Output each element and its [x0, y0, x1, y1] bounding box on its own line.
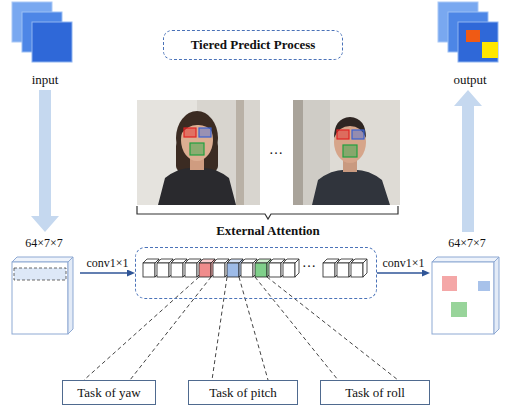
- edge-label: conv1×1: [85, 256, 129, 270]
- connector-line: [462, 104, 474, 232]
- input-feature-stack-part: [32, 22, 72, 62]
- arrowhead: [31, 216, 59, 232]
- connector-line: [39, 90, 51, 218]
- process-box: Tiered Predict Process: [163, 30, 343, 60]
- input-feature-stack: [12, 2, 72, 62]
- roll-region-box: [343, 145, 357, 157]
- face-photo: [137, 100, 260, 205]
- node-text: Task of pitch: [209, 385, 277, 401]
- ellipsis: …: [269, 142, 283, 159]
- face-photo-part: [137, 100, 260, 205]
- output-feature-map-part: [432, 257, 499, 262]
- output-block: output: [432, 2, 508, 90]
- leader-lines: [84, 277, 398, 380]
- feature-map: 64×7×7: [430, 232, 504, 338]
- token-cubes-part: [283, 259, 299, 277]
- output-highlight-yellow: [482, 42, 498, 58]
- output-feature-map: [432, 257, 499, 334]
- yaw-region-box: [337, 130, 349, 139]
- token-cubes: [143, 259, 367, 277]
- node-text: Task of roll: [345, 385, 405, 401]
- arrowhead: [454, 90, 482, 106]
- node-text: Task of yaw: [77, 385, 140, 401]
- pitch-region-box: [352, 130, 364, 139]
- node-text: 64×7×7: [430, 236, 504, 250]
- node-text: input: [32, 72, 59, 88]
- task-box: Task of yaw: [62, 380, 156, 405]
- node-text: Tiered Predict Process: [191, 37, 316, 53]
- attended-patch: [451, 302, 467, 317]
- attention-box: …: [135, 247, 377, 299]
- face-photo-part: [312, 170, 390, 205]
- bracket: [137, 206, 398, 219]
- face-photo-part: [158, 168, 236, 205]
- input-feature-map: [12, 257, 73, 334]
- leader-lines-part: [267, 277, 398, 380]
- input-feature-map-part: [12, 257, 73, 262]
- attended-patch: [478, 281, 490, 291]
- leader-lines-part: [255, 277, 338, 380]
- leader-lines-part: [84, 277, 199, 380]
- connector-line: [80, 272, 128, 274]
- output-feature-map-part: [494, 257, 499, 334]
- edge-label: conv1×1: [381, 256, 425, 270]
- leader-lines-part: [130, 277, 211, 380]
- yaw-region-box: [184, 128, 196, 137]
- flow-arrow: [454, 90, 482, 232]
- node-text: 64×7×7: [8, 236, 80, 250]
- attended-patch: [442, 276, 457, 291]
- output-feature-stack-part: [458, 22, 498, 62]
- task-box: Task of pitch: [188, 380, 298, 405]
- output-feature-map-part: [432, 262, 494, 334]
- roll-region-box: [190, 143, 204, 155]
- face-photo-part: [236, 100, 244, 205]
- face-photo-part: [293, 100, 400, 205]
- conv-arrow: [80, 270, 135, 277]
- token-cubes-part: [351, 259, 367, 277]
- input-feature-map-part: [12, 262, 68, 334]
- pitch-region-box: [199, 128, 211, 137]
- leader-lines-part: [239, 277, 268, 380]
- feature-map: 64×7×7: [8, 232, 80, 338]
- arrowhead: [127, 270, 135, 277]
- output-feature-stack: [438, 2, 498, 62]
- face-photo: [293, 100, 400, 205]
- face-photo-part: [334, 117, 366, 138]
- flow-arrow: [31, 90, 59, 232]
- face-photo-part: [293, 100, 303, 205]
- leader-lines-part: [212, 277, 227, 380]
- arrowhead: [422, 270, 430, 277]
- node-text: …: [302, 255, 316, 272]
- module-label: External Attention: [216, 223, 320, 239]
- input-feature-map-part: [68, 257, 73, 334]
- input-block: input: [10, 2, 80, 90]
- feature-slice: [14, 268, 66, 280]
- output-highlight-orange: [466, 30, 480, 42]
- connector-line: [377, 272, 423, 274]
- task-box: Task of roll: [320, 380, 430, 405]
- node-text: output: [453, 72, 486, 88]
- conv-arrow: [377, 270, 430, 277]
